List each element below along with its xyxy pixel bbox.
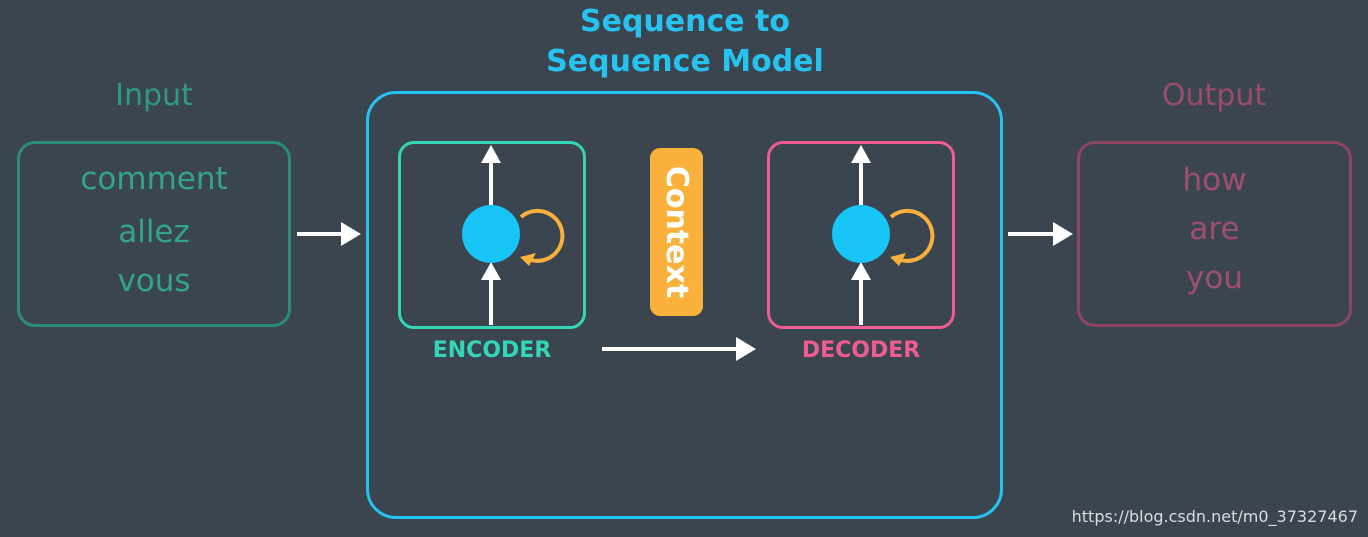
title-line-2: Sequence Model	[546, 44, 824, 79]
input-word: vous	[117, 263, 191, 299]
output-word: how	[1182, 162, 1247, 198]
input-box: comment allez vous	[17, 141, 291, 327]
output-box: how are you	[1077, 141, 1352, 327]
decoder-box	[767, 141, 955, 329]
seq2seq-model-box	[366, 91, 1003, 519]
output-word: are	[1189, 211, 1240, 247]
output-word: you	[1186, 260, 1243, 296]
input-label: Input	[115, 78, 193, 113]
arrow-right-icon	[1008, 222, 1073, 246]
decoder-label: DECODER	[801, 338, 921, 363]
arrow-right-icon	[297, 222, 361, 246]
title-line-1: Sequence to	[579, 4, 790, 39]
encoder-box	[398, 141, 586, 329]
output-label: Output	[1161, 78, 1267, 113]
input-word: allez	[118, 214, 190, 250]
input-word: comment	[80, 161, 228, 197]
watermark-url: https://blog.csdn.net/m0_37327467	[1071, 507, 1358, 526]
context-vector	[650, 148, 703, 316]
context-label: Context	[659, 165, 694, 299]
encoder-label: ENCODER	[432, 338, 552, 363]
diagram-title: Sequence to Sequence Model	[520, 2, 850, 82]
